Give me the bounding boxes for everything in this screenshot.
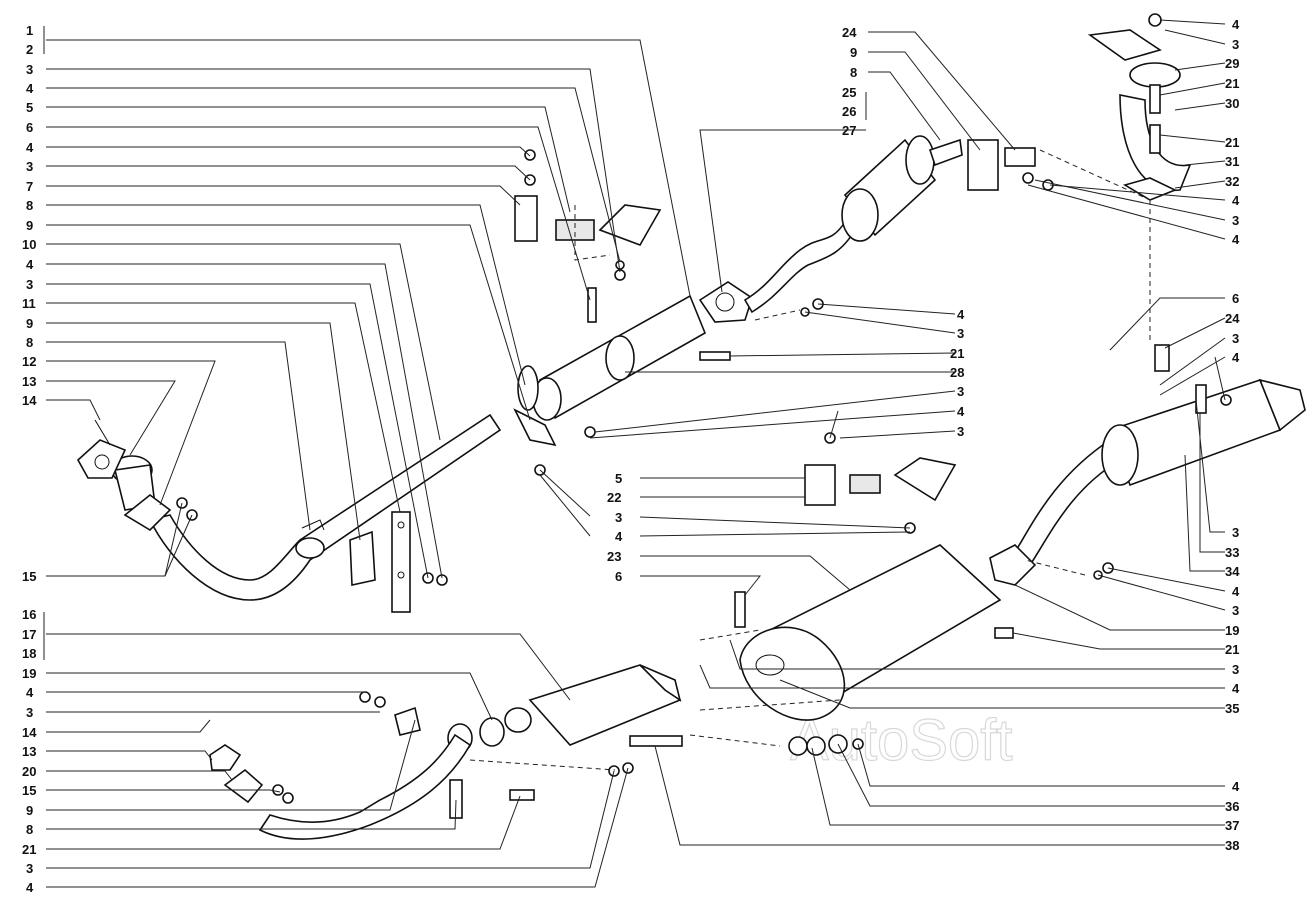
callout-label: 2 — [26, 42, 33, 57]
callout-label: 17 — [22, 627, 36, 642]
callout-label: 4 — [1232, 193, 1240, 208]
callout-label: 15 — [22, 569, 36, 584]
callout-label: 21 — [950, 346, 964, 361]
center-labels: 24 9 8 25 26 27 4 3 21 28 3 4 3 5 22 3 4… — [607, 25, 965, 584]
callout-label: 4 — [1232, 17, 1240, 32]
callout-label: 4 — [26, 685, 34, 700]
callout-label: 4 — [26, 880, 34, 895]
callout-label: 26 — [842, 104, 856, 119]
callout-label: 3 — [957, 424, 964, 439]
left-labels: 1 2 3 4 5 6 4 3 7 8 9 10 4 3 11 9 8 12 1… — [22, 23, 37, 895]
callout-label: 14 — [22, 725, 37, 740]
callout-label: 21 — [1225, 76, 1239, 91]
callout-label: 6 — [615, 569, 622, 584]
callout-label: 9 — [850, 45, 857, 60]
callout-label: 4 — [1232, 681, 1240, 696]
callout-label: 3 — [1232, 662, 1239, 677]
callout-label: 3 — [615, 510, 622, 525]
callout-label: 4 — [615, 529, 623, 544]
callout-label: 31 — [1225, 154, 1239, 169]
catalytic-converter-and-front-pipe — [209, 664, 682, 840]
callout-label: 3 — [1232, 331, 1239, 346]
callout-label: 4 — [1232, 779, 1240, 794]
callout-label: 7 — [26, 179, 33, 194]
callout-label: 18 — [22, 646, 36, 661]
callout-label: 36 — [1225, 799, 1239, 814]
rear-hanger-assembly — [1087, 13, 1192, 201]
callout-label: 29 — [1225, 56, 1239, 71]
callout-label: 16 — [22, 607, 36, 622]
callout-label: 5 — [26, 100, 33, 115]
callout-label: 3 — [26, 705, 33, 720]
right-labels: 4 3 29 21 30 21 31 32 4 3 4 6 24 3 4 3 3… — [1225, 17, 1240, 853]
callout-label: 8 — [26, 198, 33, 213]
callout-label: 4 — [26, 81, 34, 96]
callout-label: 13 — [22, 744, 36, 759]
callout-label: 15 — [22, 783, 36, 798]
callout-label: 3 — [1232, 213, 1239, 228]
front-muffler-and-intermediate-pipe — [513, 135, 1054, 447]
callout-label: 1 — [26, 23, 33, 38]
callout-label: 24 — [1225, 311, 1240, 326]
callout-label: 12 — [22, 354, 36, 369]
callout-label: 28 — [950, 365, 964, 380]
callout-label: 25 — [842, 85, 856, 100]
callout-label: 22 — [607, 490, 621, 505]
callout-label: 11 — [22, 296, 36, 311]
callout-label: 3 — [1232, 603, 1239, 618]
callout-label: 3 — [957, 326, 964, 341]
callout-label: 34 — [1225, 564, 1240, 579]
leader-lines — [43, 19, 1226, 888]
callout-label: 35 — [1225, 701, 1239, 716]
callout-label: 8 — [26, 822, 33, 837]
rear-muffler — [989, 344, 1306, 586]
callout-label: 4 — [26, 257, 34, 272]
callout-label: 21 — [1225, 135, 1239, 150]
callout-label: 9 — [26, 218, 33, 233]
callout-label: 14 — [22, 393, 37, 408]
callout-label: 27 — [842, 123, 856, 138]
callout-label: 23 — [607, 549, 621, 564]
callout-label: 3 — [26, 159, 33, 174]
callout-label: 3 — [26, 62, 33, 77]
callout-label: 30 — [1225, 96, 1239, 111]
callout-label: 10 — [22, 237, 36, 252]
callout-label: 37 — [1225, 818, 1239, 833]
callout-label: 3 — [26, 861, 33, 876]
callout-label: 3 — [957, 384, 964, 399]
main-muffler — [629, 544, 1014, 756]
callout-label: 6 — [26, 120, 33, 135]
callout-label: 21 — [1225, 642, 1239, 657]
watermark: AutoSoft — [790, 708, 1012, 773]
callout-label: 9 — [26, 803, 33, 818]
callout-label: 4 — [1232, 584, 1240, 599]
callout-label: 3 — [26, 277, 33, 292]
callout-label: 4 — [26, 140, 34, 155]
callout-label: 19 — [22, 666, 36, 681]
callout-label: 8 — [850, 65, 857, 80]
callout-label: 20 — [22, 764, 36, 779]
callout-label: 19 — [1225, 623, 1239, 638]
callout-label: 4 — [957, 307, 965, 322]
callout-label: 38 — [1225, 838, 1239, 853]
callout-label: 24 — [842, 25, 857, 40]
callout-label: 13 — [22, 374, 36, 389]
callout-label: 33 — [1225, 545, 1239, 560]
callout-label: 32 — [1225, 174, 1239, 189]
callout-label: 21 — [22, 842, 36, 857]
callout-label: 5 — [615, 471, 622, 486]
callout-label: 4 — [957, 404, 965, 419]
front-exhaust-pipe-upper — [76, 413, 502, 613]
callout-label: 4 — [1232, 350, 1240, 365]
callout-label: 3 — [1232, 37, 1239, 52]
callout-label: 6 — [1232, 291, 1239, 306]
callout-label: 4 — [1232, 232, 1240, 247]
callout-label: 9 — [26, 316, 33, 331]
callout-label: 8 — [26, 335, 33, 350]
callout-label: 3 — [1232, 525, 1239, 540]
